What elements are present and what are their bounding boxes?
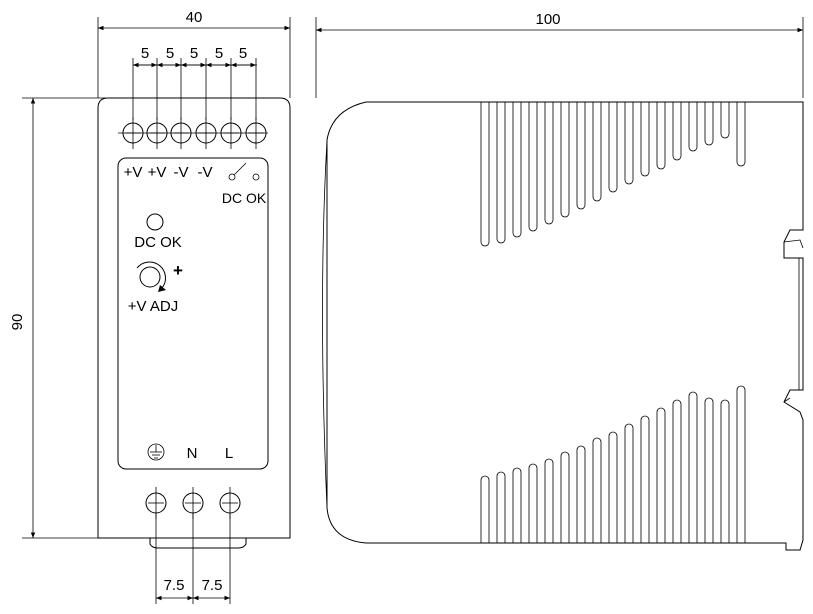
cooling-fin [560, 102, 570, 218]
cooling-fin [688, 102, 698, 152]
cooling-fin [512, 467, 522, 543]
cooling-fin [704, 102, 714, 146]
potentiometer-icon [136, 261, 166, 292]
cooling-fin [672, 399, 682, 543]
dim-length: 100 [535, 11, 560, 28]
pitch-bottom-2: 7.5 [202, 577, 223, 594]
cooling-fin [736, 102, 746, 167]
cooling-fin [640, 102, 650, 177]
cooling-fin [544, 458, 554, 543]
pitch-top-2: 5 [166, 45, 174, 62]
relay-contact-icon [228, 162, 260, 181]
screw-terminal-icon [195, 117, 217, 149]
cooling-fin [512, 102, 522, 238]
cooling-fin [624, 102, 634, 185]
screw-terminal-icon [182, 487, 204, 519]
cooling-fin [704, 397, 714, 543]
cooling-fin [656, 102, 666, 170]
top-terminal-block [118, 117, 268, 149]
cooling-fin [720, 399, 730, 543]
cooling-fin [528, 102, 538, 232]
side-body-outline [326, 101, 804, 551]
dim-width: 40 [186, 9, 203, 26]
pitch-top-5: 5 [239, 45, 247, 62]
cooling-fin [608, 102, 618, 193]
cooling-fin [480, 475, 490, 543]
screw-terminal-icon [146, 117, 168, 149]
screw-terminal-icon [219, 487, 241, 519]
cooling-fin [592, 102, 602, 202]
output-label-3: -V [174, 164, 189, 181]
output-label-4: -V [198, 164, 213, 181]
front-body-outline [97, 97, 291, 539]
front-label-panel [117, 157, 269, 470]
cooling-fin [480, 102, 490, 247]
cooling-fin [640, 415, 650, 543]
screw-terminal-icon [245, 117, 267, 149]
cooling-fin [736, 385, 746, 543]
pitch-top-4: 5 [215, 45, 223, 62]
side-view [322, 101, 804, 551]
cooling-fin [688, 391, 698, 543]
cooling-fin [592, 437, 602, 543]
upper-cooling-fins [480, 102, 746, 247]
led-label: DC OK [134, 234, 182, 251]
relay-label: DC OK [222, 190, 267, 206]
din-rail-clip-top [783, 239, 804, 249]
screw-terminal-icon [122, 117, 144, 149]
cooling-fin [656, 407, 666, 543]
adj-label: +V ADJ [128, 298, 178, 315]
top-pitch-dims [132, 58, 257, 120]
cooling-fin [544, 102, 554, 225]
input-label-n: N [187, 445, 198, 462]
lower-cooling-fins [480, 385, 746, 543]
front-dimensions: 40 90 5 5 5 5 5 7.5 7.5 [9, 9, 291, 604]
side-front-face [322, 139, 328, 509]
cooling-fin [496, 471, 506, 543]
cooling-fin [576, 102, 586, 210]
din-rail-clip-bottom [783, 397, 791, 403]
screw-terminal-icon [170, 117, 192, 149]
screw-terminal-icon [220, 117, 242, 149]
cooling-fin [608, 431, 618, 543]
bottom-terminal-block [145, 487, 241, 519]
pitch-bottom-1: 7.5 [164, 577, 185, 594]
cooling-fin [720, 102, 730, 139]
input-label-l: L [225, 445, 233, 462]
front-view: +V +V -V -V DC OK DC OK + +V ADJ [97, 97, 291, 549]
output-label-1: +V [124, 164, 143, 181]
cooling-fin [560, 451, 570, 543]
cooling-fin [528, 463, 538, 543]
pitch-top-3: 5 [190, 45, 198, 62]
output-label-2: +V [148, 164, 167, 181]
front-bottom-tab [149, 538, 247, 549]
pitch-top-1: 5 [141, 45, 149, 62]
cooling-fin [624, 423, 634, 543]
led-indicator-icon [146, 213, 164, 231]
ground-icon [147, 443, 165, 461]
adj-plus-sign: + [173, 261, 183, 280]
screw-terminal-icon [145, 487, 167, 519]
cooling-fin [672, 102, 682, 161]
side-dimensions: 100 [315, 11, 804, 98]
cooling-fin [576, 445, 586, 543]
dim-height: 90 [9, 314, 26, 331]
cooling-fin [496, 102, 506, 244]
